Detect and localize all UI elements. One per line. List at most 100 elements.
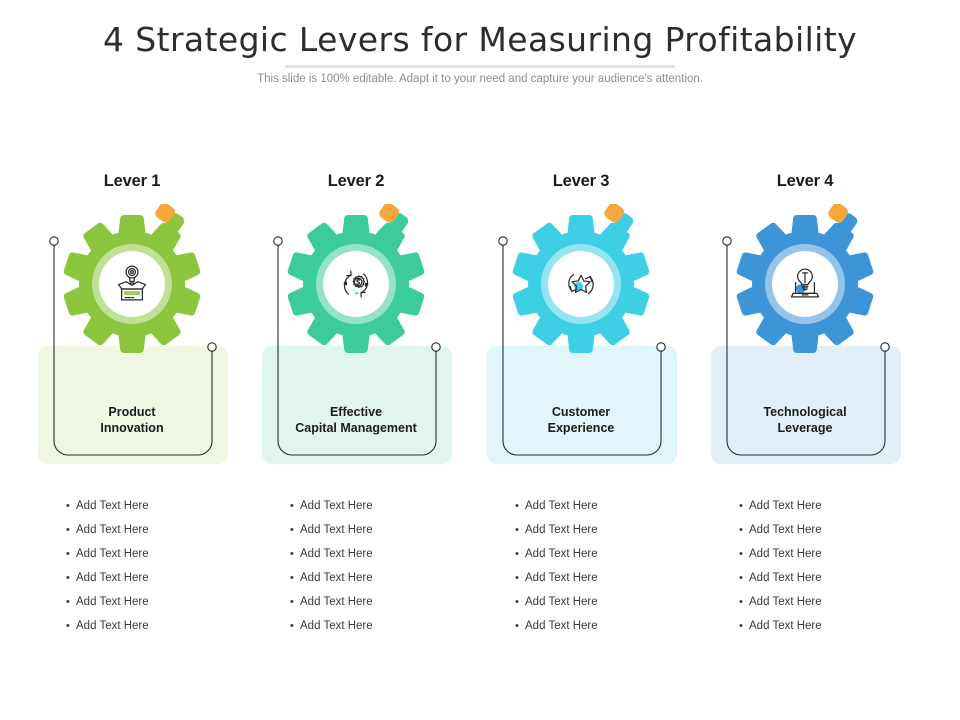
- bullet-list-2: • Add Text Here • Add Text Here • Add Te…: [244, 494, 468, 638]
- gear-lever-1[interactable]: [52, 204, 212, 364]
- bullet-list-4: • Add Text Here • Add Text Here • Add Te…: [693, 494, 917, 638]
- list-item[interactable]: • Add Text Here: [693, 590, 917, 614]
- lever-label-1: Product Innovation: [100, 405, 164, 435]
- bullet-text: Add Text Here: [525, 500, 598, 512]
- bullet-point-icon: •: [66, 499, 70, 512]
- bullet-point-icon: •: [66, 619, 70, 632]
- list-item[interactable]: • Add Text Here: [693, 542, 917, 566]
- lever-bracket-1: [48, 235, 218, 461]
- lever-tint-panel-2: [262, 346, 452, 464]
- bullet-point-icon: •: [739, 571, 743, 584]
- lever-heading-4: Lever 4: [776, 172, 834, 190]
- bullet-text: Add Text Here: [525, 548, 598, 560]
- star-cycle-icon: [558, 261, 604, 307]
- list-item[interactable]: • Add Text Here: [693, 518, 917, 542]
- bullet-point-icon: •: [739, 547, 743, 560]
- bullet-list-3: • Add Text Here • Add Text Here • Add Te…: [469, 494, 693, 638]
- bullet-text: Add Text Here: [76, 572, 149, 584]
- lever-bracket-4: [721, 235, 891, 461]
- bullet-text: Add Text Here: [300, 500, 373, 512]
- bullet-text: Add Text Here: [300, 524, 373, 536]
- page-title: 4 Strategic Levers for Measuring Profita…: [102, 20, 858, 59]
- bullet-text: Add Text Here: [525, 596, 598, 608]
- lever-tint-panel-4: [711, 346, 901, 464]
- list-item[interactable]: • Add Text Here: [469, 494, 693, 518]
- bullet-text: Add Text Here: [749, 524, 822, 536]
- lever-label-3: Customer Experience: [547, 405, 615, 435]
- list-item[interactable]: • Add Text Here: [20, 590, 244, 614]
- list-item[interactable]: • Add Text Here: [20, 518, 244, 542]
- bullet-text: Add Text Here: [749, 572, 822, 584]
- list-item[interactable]: • Add Text Here: [244, 590, 468, 614]
- list-item[interactable]: • Add Text Here: [244, 494, 468, 518]
- bullet-text: Add Text Here: [76, 620, 149, 632]
- bullet-point-icon: •: [66, 595, 70, 608]
- bullet-text: Add Text Here: [76, 596, 149, 608]
- list-item[interactable]: • Add Text Here: [244, 566, 468, 590]
- bullet-text: Add Text Here: [525, 524, 598, 536]
- lever-column-3: Lever 3 Customer Experience • Add Text H…: [469, 160, 693, 680]
- lightbulb-in-box-icon: [109, 261, 155, 307]
- bullet-point-icon: •: [739, 619, 743, 632]
- list-item[interactable]: • Add Text Here: [693, 566, 917, 590]
- list-item[interactable]: • Add Text Here: [469, 542, 693, 566]
- bullet-text: Add Text Here: [300, 572, 373, 584]
- slide-subtitle: This slide is 100% editable. Adapt it to…: [257, 73, 703, 85]
- bullet-point-icon: •: [290, 619, 294, 632]
- bullet-point-icon: •: [515, 523, 519, 536]
- bullet-point-icon: •: [66, 547, 70, 560]
- lightbulb-laptop-icon: [782, 261, 828, 307]
- bullet-point-icon: •: [515, 499, 519, 512]
- bullet-point-icon: •: [739, 499, 743, 512]
- lever-column-1: Lever 1 Product Innovation • Add Text: [20, 160, 244, 680]
- bullet-text: Add Text Here: [76, 548, 149, 560]
- bullet-text: Add Text Here: [300, 596, 373, 608]
- list-item[interactable]: • Add Text Here: [469, 614, 693, 638]
- bullet-point-icon: •: [515, 571, 519, 584]
- bullet-text: Add Text Here: [76, 524, 149, 536]
- lever-tint-panel-1: [38, 346, 228, 464]
- bullet-text: Add Text Here: [300, 548, 373, 560]
- list-item[interactable]: • Add Text Here: [469, 566, 693, 590]
- bullet-point-icon: •: [515, 619, 519, 632]
- gear-lever-3[interactable]: [501, 204, 661, 364]
- lever-heading-2: Lever 2: [327, 172, 385, 190]
- bullet-point-icon: •: [290, 523, 294, 536]
- list-item[interactable]: • Add Text Here: [693, 614, 917, 638]
- bullet-point-icon: •: [739, 595, 743, 608]
- lever-columns: Lever 1 Product Innovation • Add Text: [0, 160, 960, 680]
- bullet-text: Add Text Here: [76, 500, 149, 512]
- lever-heading-1: Lever 1: [103, 172, 161, 190]
- lever-label-2: Effective Capital Management: [295, 405, 417, 435]
- bullet-text: Add Text Here: [749, 548, 822, 560]
- list-item[interactable]: • Add Text Here: [469, 518, 693, 542]
- slide-header: 4 Strategic Levers for Measuring Profita…: [0, 0, 960, 85]
- bullet-text: Add Text Here: [749, 620, 822, 632]
- list-item[interactable]: • Add Text Here: [20, 566, 244, 590]
- bullet-point-icon: •: [66, 571, 70, 584]
- list-item[interactable]: • Add Text Here: [20, 614, 244, 638]
- list-item[interactable]: • Add Text Here: [244, 518, 468, 542]
- bullet-text: Add Text Here: [749, 500, 822, 512]
- bullet-point-icon: •: [290, 499, 294, 512]
- dollar-gear-cycle-icon: [333, 261, 379, 307]
- list-item[interactable]: • Add Text Here: [244, 542, 468, 566]
- gear-lever-2[interactable]: [276, 204, 436, 364]
- list-item[interactable]: • Add Text Here: [20, 542, 244, 566]
- bullet-point-icon: •: [739, 523, 743, 536]
- bullet-point-icon: •: [290, 595, 294, 608]
- bullet-point-icon: •: [515, 547, 519, 560]
- title-divider: [285, 65, 675, 68]
- bullet-text: Add Text Here: [300, 620, 373, 632]
- lever-label-4: Technological Leverage: [763, 405, 847, 435]
- bullet-text: Add Text Here: [525, 620, 598, 632]
- list-item[interactable]: • Add Text Here: [20, 494, 244, 518]
- list-item[interactable]: • Add Text Here: [244, 614, 468, 638]
- bullet-point-icon: •: [290, 547, 294, 560]
- list-item[interactable]: • Add Text Here: [469, 590, 693, 614]
- bullet-text: Add Text Here: [525, 572, 598, 584]
- lever-bracket-2: [272, 235, 442, 461]
- lever-heading-3: Lever 3: [552, 172, 610, 190]
- bullet-point-icon: •: [66, 523, 70, 536]
- list-item[interactable]: • Add Text Here: [693, 494, 917, 518]
